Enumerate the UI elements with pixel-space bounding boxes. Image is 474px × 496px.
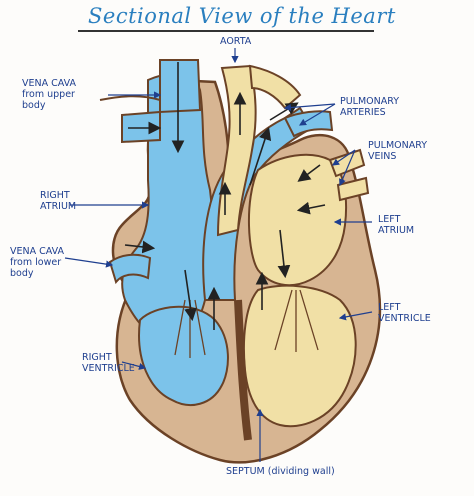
blood-flow-arrows: [124, 62, 326, 330]
septum-wall: [234, 299, 252, 441]
title-underline: [78, 30, 374, 32]
label-pulmonary-arteries: PULMONARY ARTERIES: [340, 96, 400, 118]
pulmonary-artery-branch: [283, 110, 334, 138]
label-right-atrium: RIGHT ATRIUM: [40, 190, 77, 212]
label-leader-lines: [64, 48, 373, 462]
label-right-ventricle: RIGHT VENTRICLE: [82, 352, 135, 374]
label-pulmonary-veins: PULMONARY VEINS: [368, 140, 428, 162]
label-vena-cava-upper: VENA CAVA from upper body: [22, 78, 77, 111]
label-septum: SEPTUM (dividing wall): [226, 466, 335, 477]
diagram-title: Sectional View of the Heart: [88, 4, 396, 28]
left-atrium-region: [247, 153, 348, 287]
right-atrium-side-branch: [121, 110, 161, 144]
aorta-arch: [248, 64, 302, 110]
vena-cava-lower-vessel: [108, 253, 152, 285]
label-left-ventricle: LEFT VENTRICLE: [378, 302, 431, 324]
vena-cava-upper-vessel: [159, 59, 202, 114]
label-aorta: AORTA: [220, 36, 252, 47]
label-left-atrium: LEFT ATRIUM: [378, 214, 415, 236]
label-vena-cava-lower: VENA CAVA from lower body: [10, 246, 65, 279]
